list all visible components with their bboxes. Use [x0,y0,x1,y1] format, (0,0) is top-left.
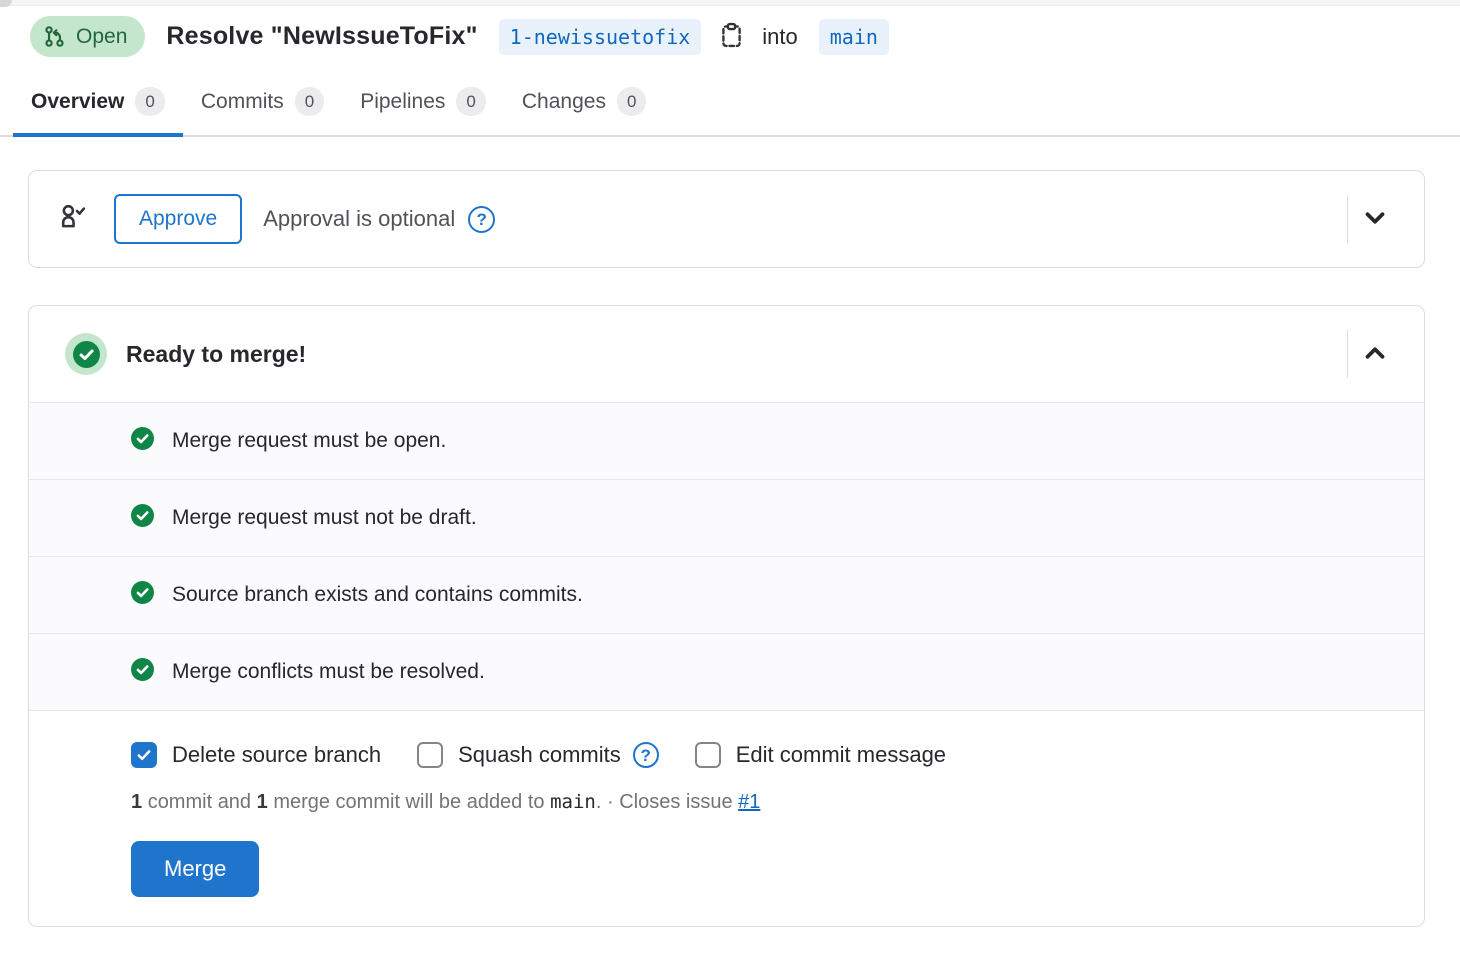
check-circle-icon [131,503,154,533]
tab-count-badge: 0 [294,87,325,116]
merge-summary: 1 commit and 1 merge commit will be adde… [131,791,1400,814]
check-circle-icon [131,580,154,610]
merge-widget-header: Ready to merge! [29,306,1424,402]
merge-button[interactable]: Merge [131,841,260,898]
ready-check-icon [65,333,107,375]
tab-label: Commits [200,89,284,113]
check-text: Merge request must not be draft. [172,506,477,529]
tab-commits[interactable]: Commits 0 [183,75,342,137]
merge-request-icon [43,25,66,48]
tab-label: Pipelines [360,89,446,113]
check-circle-icon [131,657,154,687]
merge-widget-footer: Delete source branch Squash commits ? Ed… [29,710,1424,927]
merge-request-header: Open Resolve "NewIssueToFix" 1-newissuet… [0,6,1460,57]
status-badge: Open [30,16,146,57]
top-left-corner-fragment [0,0,12,7]
source-branch-badge[interactable]: 1-newissuetofix [498,18,702,55]
option-checkbox-2[interactable] [694,742,721,768]
tab-label: Changes [521,89,606,113]
summary-text: . · Closes issue [595,791,739,813]
approval-widget: Approve Approval is optional ? [28,170,1425,268]
summary-text: commit and [147,791,252,813]
merge-widget-collapse-button[interactable] [1348,338,1402,371]
chevron-down-icon [1360,203,1390,236]
approval-note: Approval is optional [263,206,456,231]
merge-check-row: Source branch exists and contains commit… [29,556,1424,633]
option-label[interactable]: Edit commit message [735,742,947,767]
merge-checks-list: Merge request must be open. Merge reques… [29,402,1424,710]
merge-widget-title: Ready to merge! [126,340,307,367]
tab-count-badge: 0 [616,87,647,116]
option-edit-commit-message[interactable]: Edit commit message [694,742,947,768]
check-text: Source branch exists and contains commit… [172,583,583,606]
copy-branch-button[interactable] [718,22,745,52]
divider [1347,195,1348,243]
merge-options: Delete source branch Squash commits ? Ed… [131,742,1400,768]
check-circle-icon [131,426,154,456]
approve-button[interactable]: Approve [114,194,243,244]
check-text: Merge request must be open. [172,429,447,452]
approval-help-icon[interactable]: ? [468,205,496,233]
tab-pipelines[interactable]: Pipelines 0 [342,75,504,137]
option-checkbox-0[interactable] [131,742,157,768]
merge-check-row: Merge request must be open. [29,402,1424,479]
user-check-icon [57,201,88,237]
top-edge [0,0,1460,7]
merge-check-row: Merge conflicts must be resolved. [29,633,1424,710]
option-label[interactable]: Delete source branch [172,742,382,767]
summary-text: merge commit will be added to [273,791,545,813]
page-title: Resolve "NewIssueToFix" [166,22,478,50]
tab-count-badge: 0 [456,87,486,116]
squash-help-icon[interactable]: ? [632,742,659,768]
into-label: into [762,23,798,49]
merge-request-tabs: Overview 0 Commits 0 Pipelines 0 Changes… [0,75,1460,137]
check-text: Merge conflicts must be resolved. [172,660,485,683]
commit-count: 1 [131,791,143,813]
option-squash-commits[interactable]: Squash commits ? [417,742,659,768]
closes-issue-link[interactable]: #1 [738,791,761,813]
merge-check-row: Merge request must not be draft. [29,479,1424,556]
target-branch-name: main [550,791,596,813]
merge-commit-count: 1 [256,791,268,813]
clipboard-copy-icon [718,22,745,52]
status-badge-label: Open [76,25,128,48]
chevron-up-icon [1360,338,1390,371]
target-branch-badge[interactable]: main [818,18,889,55]
option-label[interactable]: Squash commits [458,742,621,767]
option-delete-source-branch[interactable]: Delete source branch [131,742,381,768]
option-checkbox-1[interactable] [417,742,444,768]
approval-collapse-button[interactable] [1348,203,1402,236]
tab-label: Overview [31,89,125,113]
tab-overview[interactable]: Overview 0 [13,75,183,137]
tab-count-badge: 0 [135,87,165,116]
divider [1347,330,1348,378]
tab-changes[interactable]: Changes 0 [504,75,665,137]
merge-widget: Ready to merge! Merge request must be op… [28,305,1425,928]
